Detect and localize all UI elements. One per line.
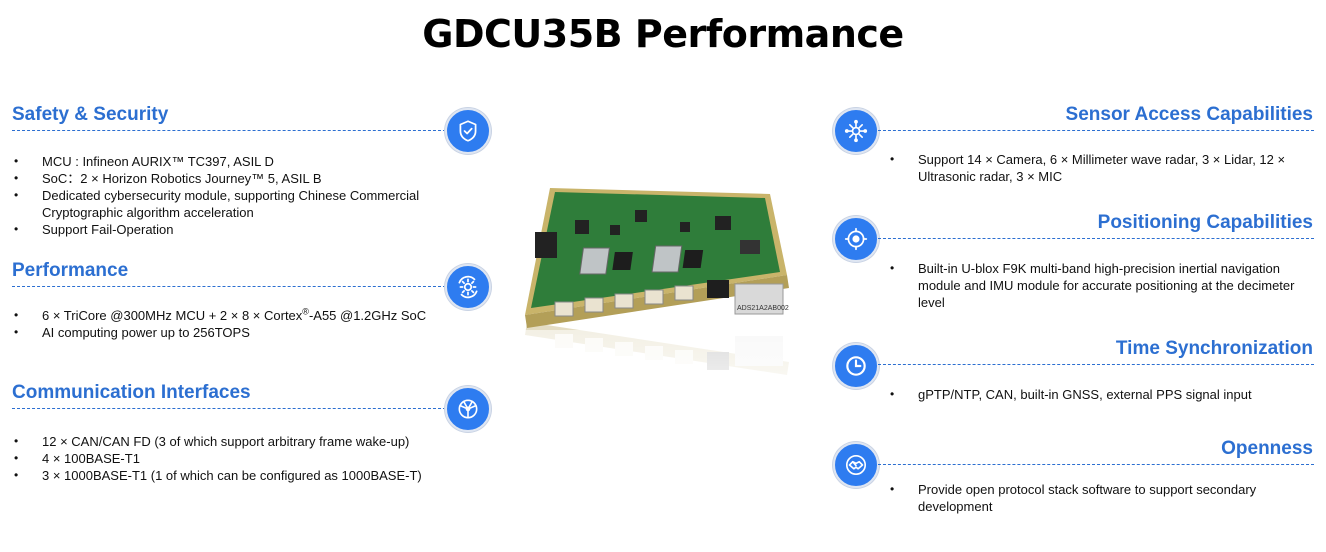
openness-divider (878, 464, 1314, 465)
list-item: 4 × 100BASE-T1 (12, 450, 437, 467)
positioning-divider (878, 238, 1314, 239)
list-item: gPTP/NTP, CAN, built-in GNSS, external P… (888, 386, 1308, 403)
time-bullets: gPTP/NTP, CAN, built-in GNSS, external P… (888, 386, 1308, 403)
list-item: 12 × CAN/CAN FD (3 of which support arbi… (12, 433, 437, 450)
handshake-icon (833, 442, 879, 488)
communication-section: Communication Interfaces (12, 382, 251, 404)
performance-bullet-b: -A55 @1.2GHz SoC (308, 308, 427, 323)
openness-title: Openness (1221, 438, 1313, 459)
sensor-title: Sensor Access Capabilities (1065, 104, 1313, 125)
positioning-title: Positioning Capabilities (1097, 212, 1313, 233)
safety-section: Safety & Security (12, 104, 168, 126)
list-item: Support Fail-Operation (12, 221, 452, 238)
list-item: MCU : Infineon AURIX™ TC397, ASIL D (12, 153, 452, 170)
sensor-divider (878, 130, 1314, 131)
positioning-bullets: Built-in U-blox F9K multi-band high-prec… (888, 260, 1308, 311)
list-item: AI computing power up to 256TOPS (12, 324, 432, 341)
time-title: Time Synchronization (1115, 338, 1313, 359)
list-item: SoC：2 × Horizon Robotics Journey™ 5, ASI… (12, 170, 452, 187)
list-item: Dedicated cybersecurity module, supporti… (12, 187, 452, 221)
safety-title: Safety & Security (12, 104, 169, 125)
performance-section: Performance (12, 260, 128, 282)
communication-bullets: 12 × CAN/CAN FD (3 of which support arbi… (12, 433, 437, 484)
page-title: GDCU35B Performance (422, 12, 904, 56)
performance-bullets: 6 × TriCore @300MHz MCU + 2 × 8 × Cortex… (12, 307, 432, 341)
safety-divider (12, 130, 446, 131)
performance-divider (12, 286, 446, 287)
shield-check-icon (445, 108, 491, 154)
openness-bullets: Provide open protocol stack software to … (888, 481, 1308, 515)
list-item: Provide open protocol stack software to … (888, 481, 1308, 515)
gear-cycle-icon (445, 264, 491, 310)
list-item: Support 14 × Camera, 6 × Millimeter wave… (888, 151, 1308, 185)
sensor-chip-icon (833, 108, 879, 154)
performance-bullet-a: 6 × TriCore @300MHz MCU + 2 × 8 × Cortex (42, 308, 303, 323)
list-item: Built-in U-blox F9K multi-band high-prec… (888, 260, 1308, 311)
board-image: ADS21A2AB002 (515, 180, 805, 420)
performance-title: Performance (12, 260, 129, 281)
board-label: ADS21A2AB002 (737, 305, 789, 312)
registered-mark: ® (302, 306, 309, 317)
clock-icon (833, 343, 879, 389)
time-divider (878, 364, 1314, 365)
network-globe-icon (445, 386, 491, 432)
communication-divider (12, 408, 446, 409)
communication-title: Communication Interfaces (12, 382, 251, 403)
crosshair-icon (833, 216, 879, 262)
list-item: 6 × TriCore @300MHz MCU + 2 × 8 × Cortex… (12, 307, 432, 324)
list-item: 3 × 1000BASE-T1 (1 of which can be confi… (12, 467, 437, 484)
sensor-bullets: Support 14 × Camera, 6 × Millimeter wave… (888, 151, 1308, 185)
safety-bullets: MCU : Infineon AURIX™ TC397, ASIL D SoC：… (12, 153, 452, 238)
